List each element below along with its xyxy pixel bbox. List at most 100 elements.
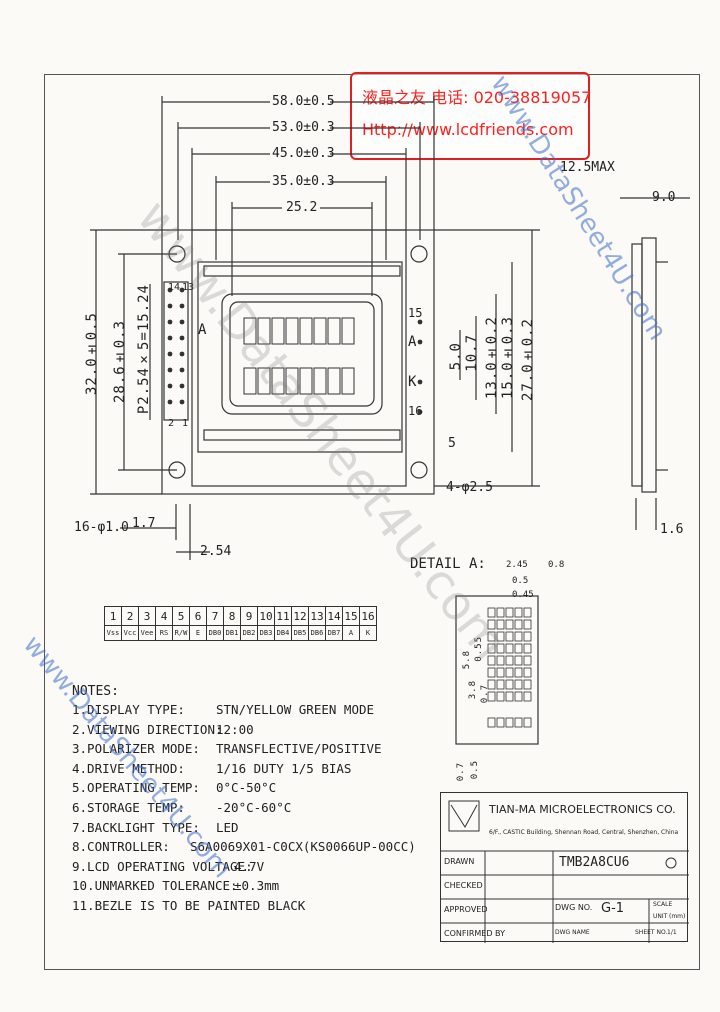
pin-signal: DB1 bbox=[223, 625, 241, 641]
pin-number: 16 bbox=[359, 606, 377, 626]
approved-label: APPROVED bbox=[444, 905, 488, 914]
confirmed-label: CONFIRMED BY bbox=[444, 929, 505, 938]
pin-signal: Vee bbox=[138, 625, 156, 641]
detail-0-5: 0.5 bbox=[512, 576, 529, 586]
detail-0-8: 0.8 bbox=[548, 560, 565, 570]
detail-0-7: 0.7 bbox=[480, 684, 490, 704]
note-value: 4.7V bbox=[234, 858, 265, 874]
pin-16-label: 16 bbox=[408, 404, 423, 418]
pin-signal: E bbox=[189, 625, 207, 641]
note-value: 12:00 bbox=[216, 721, 254, 737]
dim-1-7: 1.7 bbox=[132, 516, 156, 531]
dim-53: 53.0±0.3 bbox=[272, 120, 335, 135]
note-label: 8.CONTROLLER: bbox=[72, 839, 170, 855]
note-label: 5.OPERATING TEMP: bbox=[72, 780, 200, 796]
pin-14-label: 14 bbox=[168, 282, 181, 293]
note-label: 6.STORAGE TEMP: bbox=[72, 800, 185, 815]
pin-signal-row: Vss Vcc Vee RS R/W E DB0 DB1 DB2 DB3 DB4… bbox=[104, 625, 377, 641]
note-label: 7.BACKLIGHT TYPE: bbox=[72, 819, 200, 835]
note-label: 11.BEZLE IS TO BE PAINTED BLACK bbox=[72, 898, 306, 913]
detail-3-8: 3.8 bbox=[468, 680, 478, 700]
pin-number: 13 bbox=[308, 606, 326, 626]
scale-label: SCALE bbox=[653, 901, 673, 908]
title-block: TIAN-MA MICROELECTRONICS CO. 6/F., CASTI… bbox=[440, 792, 689, 943]
dim-32: 32.0±0.5 bbox=[84, 312, 100, 396]
dim-1-6: 1.6 bbox=[660, 522, 684, 537]
pin-number-row: 1 2 3 4 5 6 7 8 9 10 11 12 13 14 15 16 bbox=[104, 606, 377, 626]
pin-15-label: 15 bbox=[408, 306, 423, 320]
pin-number: 1 bbox=[104, 606, 122, 626]
sheet-label: SHEET NO. bbox=[635, 929, 668, 936]
contact-stamp: 液晶之友 电话: 020-38819057 Http://www.lcdfrie… bbox=[350, 72, 591, 160]
pin-signal: DB2 bbox=[240, 625, 258, 641]
pin-number: 3 bbox=[138, 606, 156, 626]
pin-1-label: 1 bbox=[182, 418, 189, 429]
company-address: 6/F., CASTIC Building, Shennan Road, Cen… bbox=[489, 829, 679, 836]
dim-58: 58.0±0.5 bbox=[272, 94, 335, 109]
title-block-grid bbox=[441, 800, 689, 943]
cathode-label: K bbox=[408, 374, 417, 390]
note-value: LED bbox=[216, 819, 239, 835]
dim-holes-4: 4-φ2.5 bbox=[446, 480, 493, 495]
drawn-label: DRAWN bbox=[444, 857, 475, 866]
detail-0-7-b: 0.7 bbox=[456, 762, 466, 782]
unit-value: (mm) bbox=[669, 913, 686, 920]
pin-signal: DB6 bbox=[308, 625, 326, 641]
dim-12-5-max: 12.5MAX bbox=[560, 160, 615, 175]
pin-number: 9 bbox=[240, 606, 258, 626]
pin-signal: DB0 bbox=[206, 625, 224, 641]
company-name: TIAN-MA MICROELECTRONICS CO. bbox=[489, 803, 676, 816]
pin-number: 15 bbox=[342, 606, 360, 626]
pin-signal: K bbox=[359, 625, 377, 641]
detail-2-45: 2.45 bbox=[506, 560, 528, 570]
dim-35: 35.0±0.3 bbox=[272, 174, 335, 189]
note-label: 3.POLARIZER MODE: bbox=[72, 741, 200, 757]
notes-title: NOTES: bbox=[72, 684, 119, 699]
pin-number: 12 bbox=[291, 606, 309, 626]
note-value: 1/16 DUTY 1/5 BIAS bbox=[216, 760, 352, 776]
dim-45: 45.0±0.3 bbox=[272, 146, 335, 161]
pin-signal: DB3 bbox=[257, 625, 275, 641]
detail-a-title: DETAIL A: bbox=[410, 556, 486, 572]
detail-0-45: 0.45 bbox=[512, 590, 534, 600]
pin-number: 2 bbox=[121, 606, 139, 626]
dim-27: 27.0±0.2 bbox=[520, 318, 536, 402]
anode-label: A bbox=[408, 334, 417, 350]
dim-5-small: 5 bbox=[448, 436, 456, 451]
note-label: 2.VIEWING DIRECTION: bbox=[72, 721, 223, 737]
dim-15: 15.0±0.3 bbox=[500, 316, 516, 400]
detail-0-5-b: 0.5 bbox=[470, 760, 480, 780]
pin-signal: Vcc bbox=[121, 625, 139, 641]
dim-25-2: 25.2 bbox=[286, 200, 318, 215]
pin-number: 5 bbox=[172, 606, 190, 626]
dim-5: 5.0 bbox=[448, 342, 464, 371]
note-label: 10.UNMARKED TOLERANCE: bbox=[72, 878, 238, 894]
note-label: 1.DISPLAY TYPE: bbox=[72, 702, 185, 717]
dim-28-6: 28.6±0.3 bbox=[112, 320, 128, 404]
dim-2-54: 2.54 bbox=[200, 544, 232, 559]
pin-signal: DB4 bbox=[274, 625, 292, 641]
dim-holes-16: 16-φ1.0 bbox=[74, 520, 129, 535]
part-number: TMB2A8CU6 bbox=[559, 855, 630, 870]
dim-13: 13.0±0.2 bbox=[484, 316, 500, 400]
note-value: ±0.3mm bbox=[234, 878, 280, 894]
dim-pitch: P2.54×5=15.24 bbox=[136, 284, 152, 415]
detail-a-marker: A bbox=[198, 322, 207, 338]
pin-2-label: 2 bbox=[168, 418, 175, 429]
pin-assignment-table: 1 2 3 4 5 6 7 8 9 10 11 12 13 14 15 16 V… bbox=[104, 606, 377, 641]
pin-signal: Vss bbox=[104, 625, 122, 641]
pin-signal: A bbox=[342, 625, 360, 641]
pin-signal: RS bbox=[155, 625, 173, 641]
pin-number: 14 bbox=[325, 606, 343, 626]
pin-signal: R/W bbox=[172, 625, 190, 641]
dwg-no-label: DWG NO. bbox=[555, 903, 593, 912]
pin-number: 10 bbox=[257, 606, 275, 626]
pin-number: 4 bbox=[155, 606, 173, 626]
dwg-no-value: G-1 bbox=[601, 901, 625, 916]
stamp-url: Http://www.lcdfriends.com bbox=[362, 120, 574, 139]
pin-number: 6 bbox=[189, 606, 207, 626]
note-label: 9.LCD OPERATING VOLTAGE: bbox=[72, 858, 253, 874]
note-value: STN/YELLOW GREEN MODE bbox=[216, 702, 375, 717]
note-value: S6A0069X01-C0CX(KS0066UP-00CC) bbox=[190, 839, 416, 855]
